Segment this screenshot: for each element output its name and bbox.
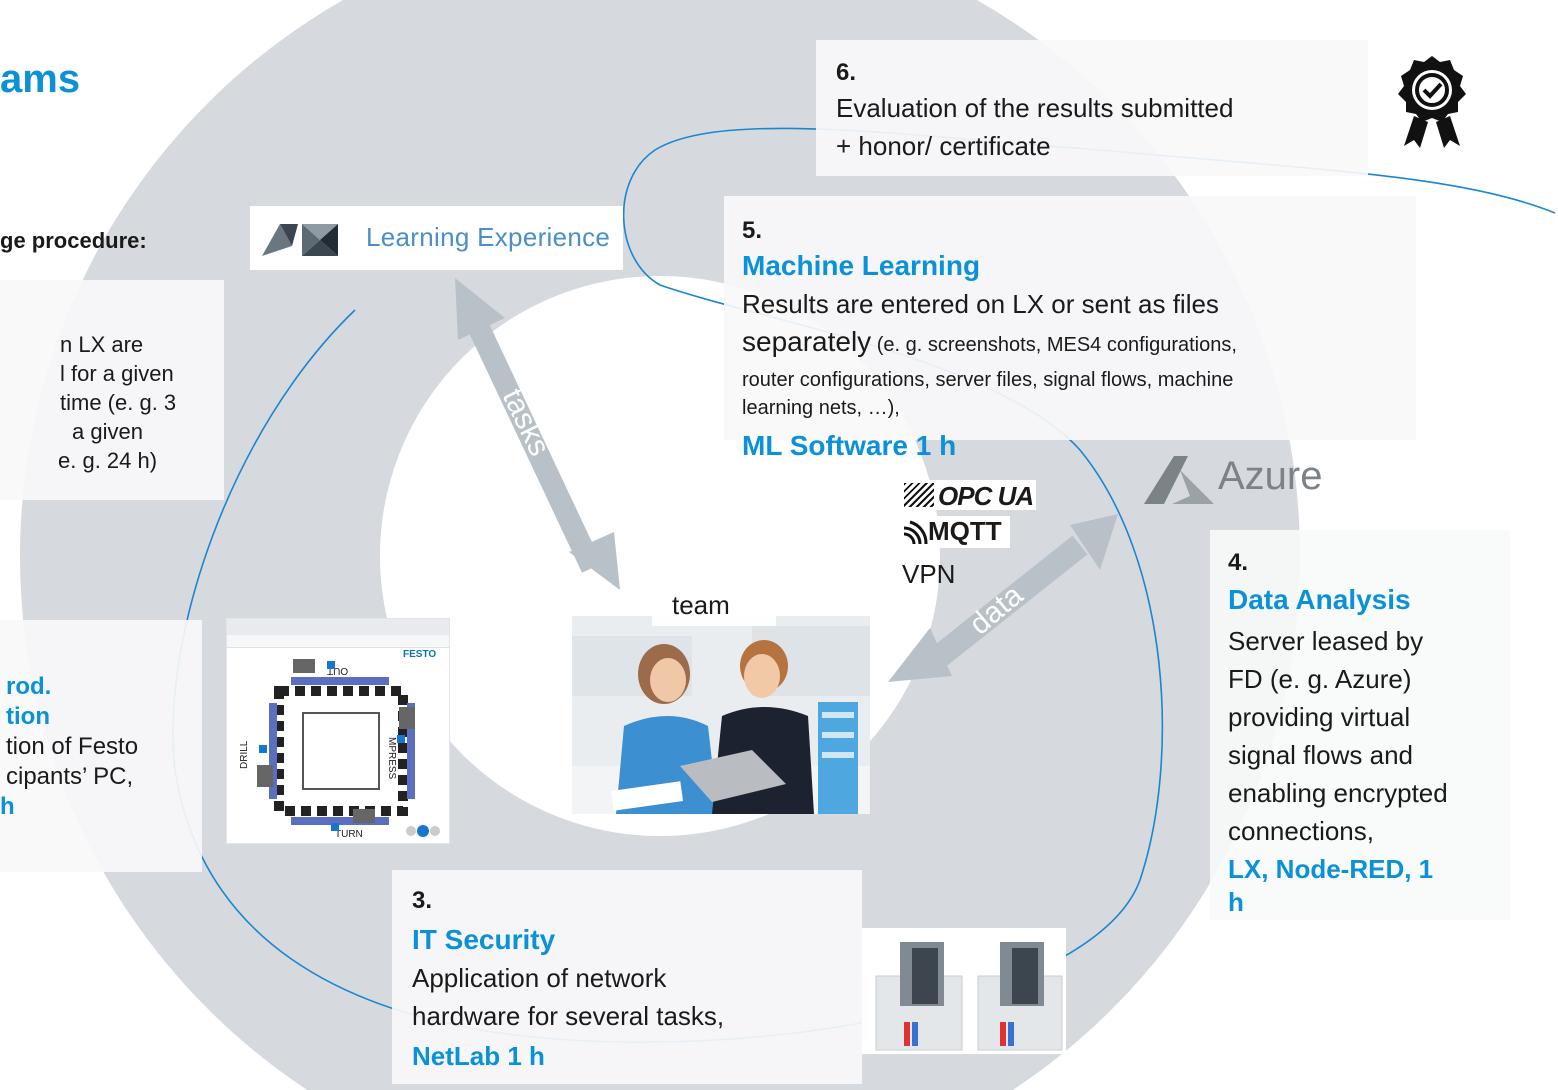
step4-line: Server leased by bbox=[1228, 626, 1424, 656]
step4-number: 4. bbox=[1228, 549, 1249, 576]
step6-box: 6. Evaluation of the results submitted +… bbox=[816, 40, 1368, 176]
step5-line-small: (e. g. screenshots, MES4 configurations, bbox=[871, 334, 1237, 356]
step3-footer: NetLab 1 h bbox=[412, 1041, 545, 1071]
step4-box: 4. Data Analysis Server leased by FD (e.… bbox=[1210, 530, 1510, 920]
step5-line: Results are entered on LX or sent as fil… bbox=[742, 289, 1219, 319]
station-label-turn: TURN bbox=[335, 829, 363, 840]
step4-line: signal flows and bbox=[1228, 740, 1413, 770]
step5-line-big: separately bbox=[742, 326, 872, 357]
step4-title: Data Analysis bbox=[1228, 584, 1411, 615]
left-box2-title: tion bbox=[6, 703, 50, 730]
left-box-line: time (e. g. 3 bbox=[60, 390, 177, 415]
step5-box: 5. Machine Learning Results are entered … bbox=[724, 196, 1416, 440]
team-label-bg bbox=[652, 588, 776, 626]
step5-line: separately (e. g. screenshots, MES4 conf… bbox=[742, 326, 1237, 359]
step5-number: 5. bbox=[742, 217, 763, 244]
network-hardware-photo bbox=[862, 928, 1066, 1054]
left-heading: ge procedure: bbox=[0, 228, 147, 253]
team-label: team bbox=[672, 590, 730, 620]
left-box-line: n LX are bbox=[60, 332, 144, 357]
mqtt-logo: MQTT bbox=[902, 516, 1010, 548]
data-arrow bbox=[888, 514, 1118, 682]
step5-title: Machine Learning bbox=[742, 250, 981, 281]
lx-logo-text: Learning Experience bbox=[366, 222, 611, 252]
left-box-step2: rod. tion tion of Festo cipants’ PC, h bbox=[0, 620, 202, 872]
step4-body: Server leased by FD (e. g. Azure) provid… bbox=[1228, 622, 1448, 916]
step3-number: 3. bbox=[412, 887, 433, 914]
opc-ua-icon bbox=[904, 483, 934, 507]
left-box2-line: tion of Festo bbox=[6, 733, 139, 760]
left-box-step1-text: n LX are l for a given time (e. g. 3 a g… bbox=[0, 330, 176, 475]
step4-line: enabling encrypted bbox=[1228, 778, 1448, 808]
step3-box: 3. IT Security Application of network ha… bbox=[392, 870, 862, 1084]
browser-tabbar bbox=[227, 619, 449, 635]
step3-title: IT Security bbox=[412, 924, 556, 955]
step5-footer: ML Software 1 h bbox=[742, 430, 957, 461]
step5-line: learning nets, …), bbox=[742, 397, 900, 419]
opc-ua-logo: OPC UA bbox=[902, 480, 1036, 511]
azure-logo-text: Azure bbox=[1218, 454, 1323, 498]
opc-ua-text: OPC UA bbox=[938, 481, 1034, 511]
step4-footer: LX, Node-RED, 1 bbox=[1228, 854, 1434, 884]
step4-line: connections, bbox=[1228, 816, 1374, 846]
step3-line: hardware for several tasks, bbox=[412, 1001, 725, 1031]
left-box2-title: rod. bbox=[6, 673, 52, 700]
step4-line: FD (e. g. Azure) bbox=[1228, 664, 1412, 694]
left-box2-line: cipants’ PC, bbox=[6, 763, 134, 790]
mqtt-text: MQTT bbox=[928, 516, 1002, 546]
azure-logo: Azure bbox=[1140, 448, 1360, 508]
certificate-icon bbox=[1398, 56, 1466, 148]
tasks-arrow-label: tasks bbox=[496, 384, 556, 461]
left-box-step1: n LX are l for a given time (e. g. 3 a g… bbox=[0, 280, 224, 500]
team-photo-graphic bbox=[572, 616, 870, 814]
step4-line: providing virtual bbox=[1228, 702, 1411, 732]
browser-addressbar bbox=[227, 635, 449, 648]
festo-brand: FESTO bbox=[403, 649, 437, 660]
lx-logo-icon bbox=[262, 224, 338, 256]
network-hardware-graphic bbox=[862, 928, 1066, 1054]
left-box-line: l for a given bbox=[60, 361, 174, 386]
factory-app-screenshot: FESTO OUT MPRESS DRILL TURN bbox=[226, 618, 450, 844]
tasks-arrow bbox=[455, 278, 620, 590]
team-photo bbox=[572, 616, 870, 814]
step4-footer: h bbox=[1228, 887, 1244, 917]
left-box-line: e. g. 24 h) bbox=[58, 448, 158, 473]
step6-line: Evaluation of the results submitted bbox=[836, 93, 1234, 123]
vpn-label: VPN bbox=[902, 559, 956, 589]
step3-line: Application of network bbox=[412, 963, 667, 993]
step5-line: router configurations, server files, sig… bbox=[742, 369, 1234, 391]
factory-layout-graphic bbox=[257, 659, 440, 837]
azure-icon bbox=[1144, 456, 1214, 504]
step6-line: + honor/ certificate bbox=[836, 131, 1051, 161]
mqtt-icon bbox=[903, 520, 928, 545]
page-title: ams bbox=[0, 57, 81, 101]
left-box2-footer: h bbox=[0, 793, 15, 820]
step6-number: 6. bbox=[836, 59, 857, 86]
left-box-line: a given bbox=[72, 419, 143, 444]
lx-logo: Learning Experience bbox=[250, 206, 623, 270]
